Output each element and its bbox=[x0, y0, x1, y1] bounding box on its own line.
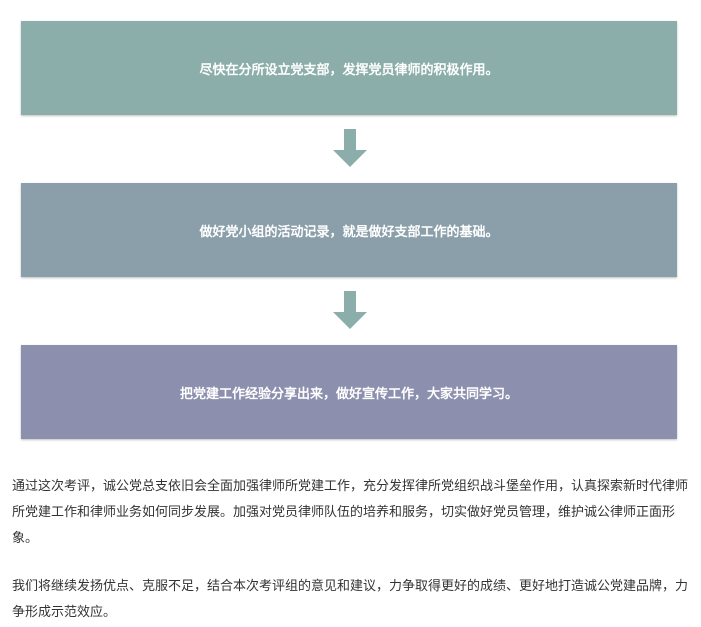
flow-step-2: 做好党小组的活动记录，就是做好支部工作的基础。 bbox=[21, 183, 677, 277]
body-paragraph-2: 我们将继续发扬优点、克服不足，结合本次考评组的意见和建议，力争取得更好的成绩、更… bbox=[12, 579, 689, 620]
flow-step-1: 尽快在分所设立党支部，发挥党员律师的积极作用。 bbox=[21, 21, 677, 115]
flow-step-3: 把党建工作经验分享出来，做好宣传工作，大家共同学习。 bbox=[21, 345, 677, 439]
flow-step-2-text: 做好党小组的活动记录，就是做好支部工作的基础。 bbox=[199, 224, 499, 240]
down-arrow-icon bbox=[333, 291, 367, 329]
body-paragraph-1: 通过这次考评，诚公党总支依旧会全面加强律师所党建工作，充分发挥律所党组织战斗堡垒… bbox=[12, 479, 689, 546]
flow-step-3-text: 把党建工作经验分享出来，做好宣传工作，大家共同学习。 bbox=[179, 386, 518, 402]
flow-step-1-text: 尽快在分所设立党支部，发挥党员律师的积极作用。 bbox=[199, 62, 499, 78]
down-arrow-icon bbox=[333, 129, 367, 167]
